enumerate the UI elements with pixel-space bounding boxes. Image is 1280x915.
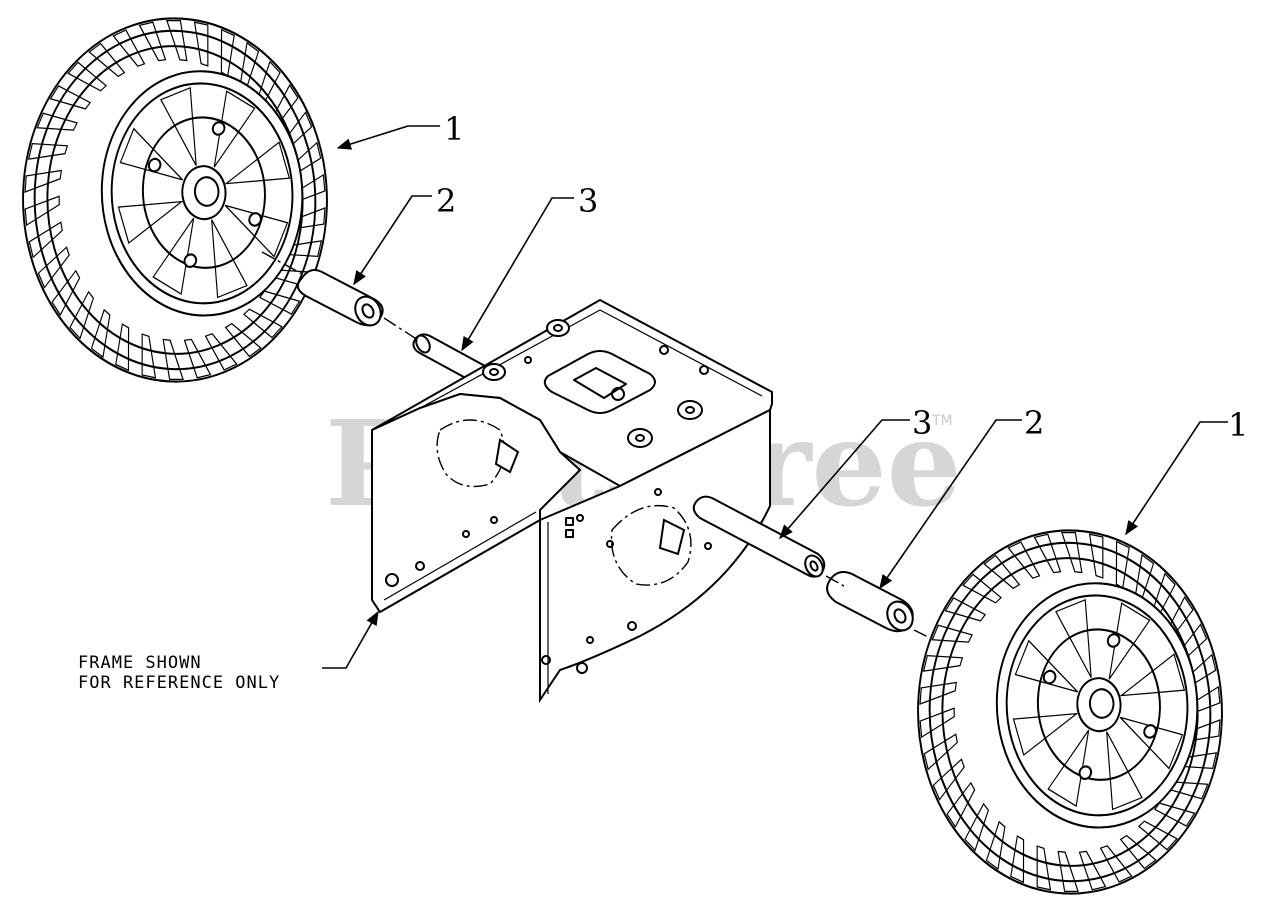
hub-spoke xyxy=(211,219,248,299)
tread-lug xyxy=(919,707,955,739)
callout-wheel-left: 1 xyxy=(336,110,464,150)
frame-note-line1: FRAME SHOWN xyxy=(78,653,202,673)
callout-spacer-left: 2 xyxy=(353,182,456,286)
tread-lug xyxy=(37,246,70,289)
tread-lug xyxy=(90,308,111,359)
hub-spoke xyxy=(1055,598,1092,678)
watermark-trademark: TM xyxy=(931,413,953,429)
tread-lug xyxy=(204,333,238,371)
spacer-right xyxy=(826,571,914,633)
callout-label-wheel-left: 1 xyxy=(444,110,464,148)
callout-label-axle-right: 3 xyxy=(912,404,932,442)
tread-lug xyxy=(67,61,108,92)
tread-lug xyxy=(112,29,146,67)
tread-lug xyxy=(932,758,965,801)
tread-lug xyxy=(985,820,1006,871)
tread-lug xyxy=(224,322,262,358)
tread-lug xyxy=(1057,850,1079,892)
tread-lug xyxy=(27,142,69,160)
axle-right xyxy=(692,495,826,578)
tread-lug xyxy=(1153,802,1196,827)
tread-lug xyxy=(69,290,95,340)
frame-top-fasteners xyxy=(482,319,709,448)
tread-lug xyxy=(166,20,188,62)
tread-lug xyxy=(88,42,126,78)
tread-lug xyxy=(1007,541,1041,579)
tread-lug xyxy=(24,195,60,227)
tread-lug xyxy=(919,681,958,705)
wheel-right xyxy=(917,529,1223,895)
spacer-left xyxy=(296,269,384,327)
frame-note: FRAME SHOWN FOR REFERENCE ONLY xyxy=(78,610,379,693)
tread-lug xyxy=(1119,834,1157,870)
tread-lug xyxy=(51,269,81,317)
callout-label-spacer-left: 2 xyxy=(436,182,456,220)
hub-spoke xyxy=(1119,653,1186,697)
callout-label-wheel-right: 1 xyxy=(1228,406,1248,444)
tread-lug xyxy=(1078,850,1107,891)
tread-lug xyxy=(28,221,63,259)
tread-lug xyxy=(964,802,990,852)
hub-spoke xyxy=(160,86,197,166)
hub-spoke xyxy=(117,200,184,245)
tread-lug xyxy=(1033,533,1062,574)
callout-label-axle-left: 3 xyxy=(578,182,598,220)
tread-lug xyxy=(258,290,301,315)
hub-spoke xyxy=(224,141,291,185)
callout-label-spacer-right: 2 xyxy=(1024,404,1044,442)
tread-lug xyxy=(962,573,1003,604)
frame-note-line2: FOR REFERENCE ONLY xyxy=(78,673,280,693)
tread-lug xyxy=(242,308,283,339)
callout-spacer-right: 2 xyxy=(879,404,1044,590)
tread-lug xyxy=(944,597,987,622)
tread-lug xyxy=(1099,845,1133,883)
tread-lug xyxy=(183,338,212,379)
tread-lug xyxy=(24,169,63,193)
tread-lug xyxy=(923,733,958,771)
tread-lug xyxy=(36,112,78,131)
tread-lug xyxy=(922,654,964,672)
tread-lug xyxy=(1036,845,1052,891)
tread-lug xyxy=(193,21,209,67)
tread-lug xyxy=(1088,533,1104,579)
tread-lug xyxy=(931,624,973,643)
hub-spoke xyxy=(1012,712,1079,757)
tread-lug xyxy=(1061,532,1083,574)
tread-lug xyxy=(162,338,184,380)
hub-spoke xyxy=(1106,731,1143,811)
frame xyxy=(371,298,773,704)
callout-wheel-right: 1 xyxy=(1125,406,1248,536)
tread-lug xyxy=(946,781,976,829)
callout-axle-right: 3 xyxy=(779,404,932,540)
wheel-left xyxy=(22,17,328,383)
tread-lug xyxy=(138,21,167,62)
tread-lug xyxy=(1137,820,1178,851)
tread-lug xyxy=(141,333,157,379)
tread-lug xyxy=(983,554,1021,590)
callout-axle-left: 3 xyxy=(461,182,598,352)
tread-lug xyxy=(1010,835,1025,884)
tread-lug xyxy=(115,323,130,372)
tread-lug xyxy=(49,85,92,110)
